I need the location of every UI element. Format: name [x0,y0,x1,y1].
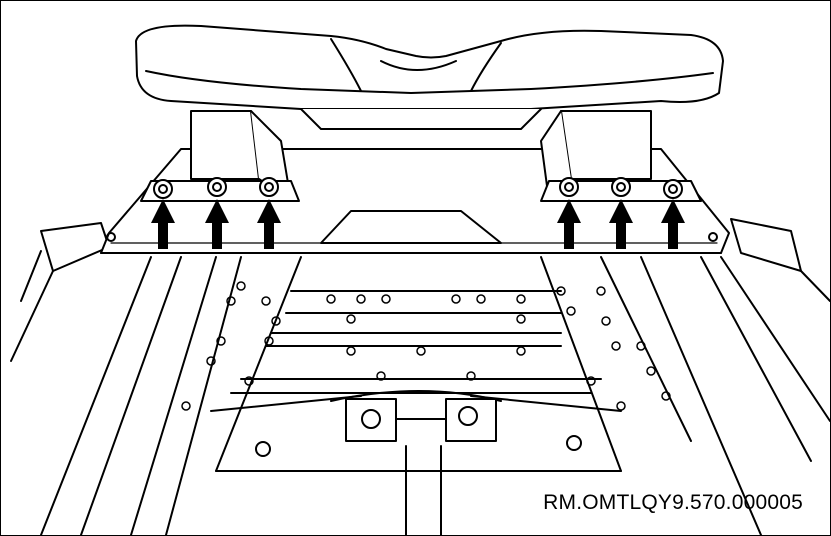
arrow-up-icon [661,199,685,249]
bolts [153,177,683,199]
reference-code: RM.OMTLQY9.570.000005 [543,491,803,514]
lower-mount [255,398,582,535]
arrow-up-icon [557,199,581,249]
chassis-frame [10,218,830,535]
arrow-up-icon [205,199,229,249]
frame-rivets [181,281,671,411]
fifth-wheel-head [135,24,724,130]
hitch-brackets [140,110,702,202]
callout-arrows [151,199,685,249]
arrow-up-icon [257,199,281,249]
arrow-up-icon [609,199,633,249]
arrow-up-icon [151,199,175,249]
